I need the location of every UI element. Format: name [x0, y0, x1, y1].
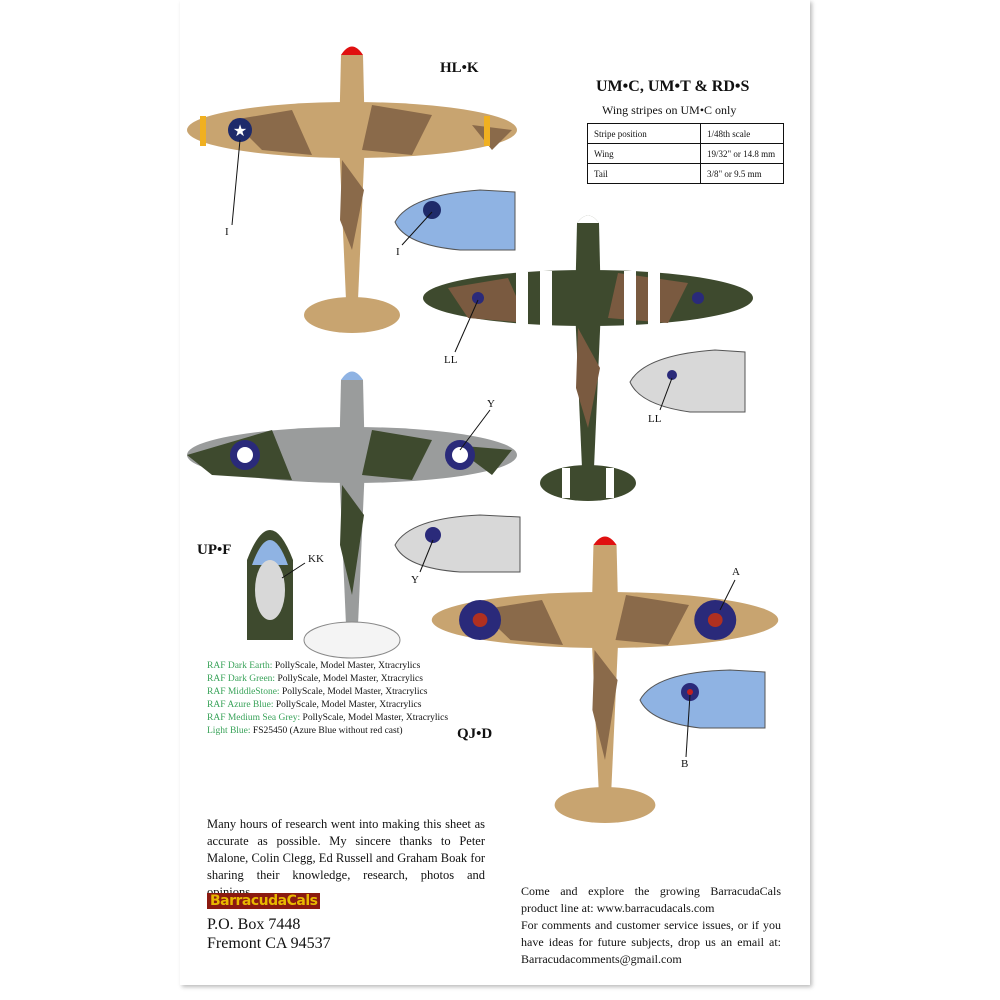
- callout-a: A: [732, 566, 740, 578]
- nose-front-view: [247, 530, 293, 640]
- callout-y: Y: [487, 398, 495, 410]
- nose-profile-upf: [394, 514, 521, 573]
- header-subtitle: Wing stripes on UM•C only: [602, 103, 737, 117]
- callout-i: I: [396, 246, 400, 258]
- paint-item: RAF Dark Green: PollyScale, Model Master…: [207, 674, 423, 685]
- callout-kk: KK: [308, 553, 324, 565]
- aircraft-hlk: ★: [187, 46, 517, 333]
- paint-item: RAF MiddleStone: PollyScale, Model Maste…: [207, 687, 428, 698]
- contact-text: Come and explore the growing BarracudaCa…: [521, 884, 781, 966]
- aircraft-qjd: [431, 536, 779, 823]
- table-header: 1/48th scale: [700, 123, 784, 144]
- code-qjd: QJ•D: [457, 726, 493, 742]
- paint-item: RAF Medium Sea Grey: PollyScale, Model M…: [207, 713, 449, 724]
- callout-ll: LL: [444, 354, 458, 366]
- paint-list: RAF Dark Earth: PollyScale, Model Master…: [207, 660, 467, 739]
- aircraft-umc: [423, 215, 753, 501]
- aircraft-upf: [187, 371, 517, 659]
- paint-item: RAF Dark Earth: PollyScale, Model Master…: [207, 661, 421, 671]
- callout-y: Y: [411, 574, 419, 586]
- callout-ll: LL: [648, 413, 662, 425]
- code-hlk: HL•K: [440, 60, 479, 76]
- barracudacals-logo: BarracudaCals: [207, 893, 321, 909]
- us-star-roundel: [228, 118, 252, 142]
- paint-item: RAF Azure Blue: PollyScale, Model Master…: [207, 700, 422, 711]
- callout-b: B: [681, 758, 689, 770]
- code-upf: UP•F: [197, 542, 232, 558]
- svg-text:★: ★: [233, 123, 247, 140]
- nose-profile-qjd: [639, 669, 766, 729]
- paint-item: Light Blue: FS25450 (Azure Blue without …: [207, 726, 403, 737]
- header-title: UM•C, UM•T & RD•S: [596, 78, 750, 95]
- nose-profile-umc: [629, 349, 746, 413]
- table-header: Stripe position: [587, 123, 701, 144]
- acknowledgement-text: Many hours of research went into making …: [207, 817, 485, 899]
- nose-profile-hlk: [394, 189, 516, 251]
- callout-i: I: [225, 226, 229, 238]
